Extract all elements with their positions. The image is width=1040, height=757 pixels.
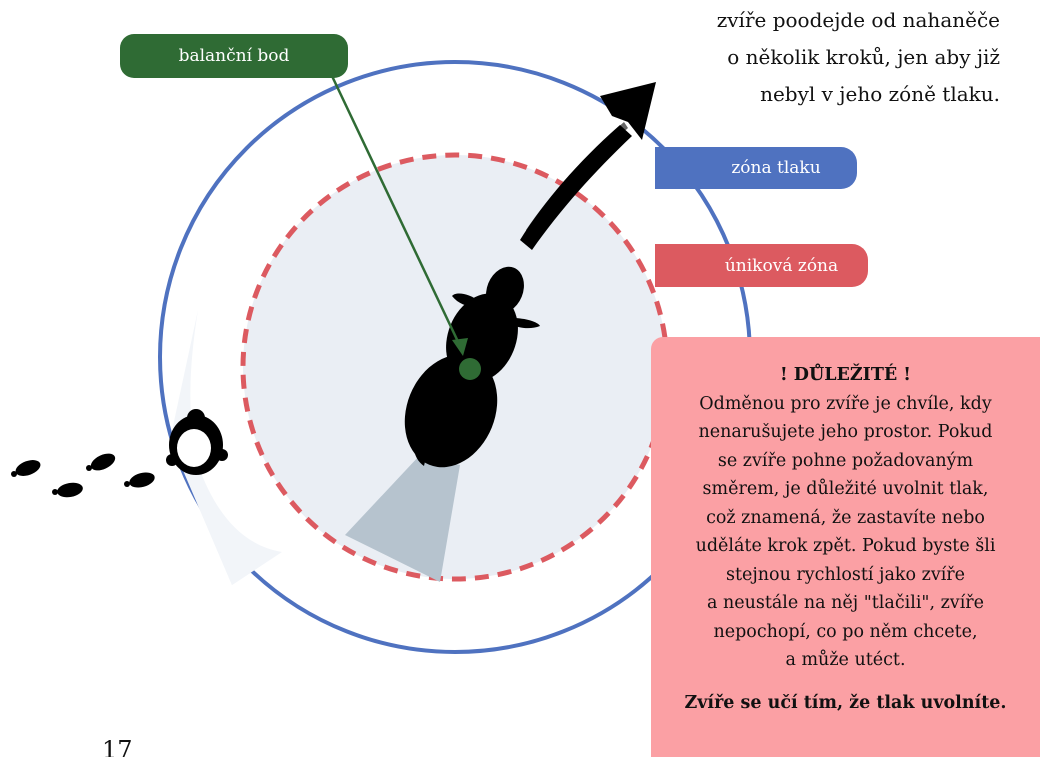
important-line: se zvíře pohne požadovaným (717, 450, 974, 471)
important-line: stejnou rychlostí jako zvíře (725, 564, 966, 585)
flight-zone-label: úniková zóna (655, 244, 868, 287)
balance-point-label: balanční bod (120, 34, 348, 78)
page-number: 17 (102, 736, 133, 757)
balance-point-dot (459, 358, 481, 380)
important-line: a může utéct. (785, 650, 906, 670)
balance-pointer-arrowhead (452, 338, 468, 356)
important-line: nenarušujete jeho prostor. Pokud (698, 422, 993, 442)
important-line: směrem, je důležité uvolnit tlak, (702, 479, 989, 499)
important-line: Odměnou pro zvíře je chvíle, kdy (699, 393, 992, 414)
important-line: nepochopí, co po něm chcete, (713, 621, 978, 642)
caption-line: zvíře poodejde od nahaněče (716, 8, 1000, 32)
pressure-zone-label: zóna tlaku (655, 147, 857, 189)
balance-pointer-line (330, 75, 463, 349)
important-title: ! DŮLEŽITÉ ! (780, 365, 911, 385)
animal-silhouette (404, 266, 540, 468)
caption-line: nebyl v jeho zóně tlaku. (760, 82, 1000, 106)
important-note-box: ! DŮLEŽITÉ ! Odměnou pro zvíře je chvíle… (651, 337, 1040, 757)
footprints-icon (11, 453, 155, 498)
blind-spot-wedge (345, 455, 460, 582)
movement-arrow-icon (520, 82, 656, 250)
handler-figure-icon (166, 409, 228, 475)
important-line: uděláte krok zpět. Pokud byste šli (695, 536, 996, 556)
important-line: což znamená, že zastavíte nebo (706, 507, 985, 528)
important-body: Odměnou pro zvíře je chvíle, kdy nenaruš… (651, 390, 1040, 675)
movement-caption: zvíře poodejde od nahaněče o několik kro… (600, 2, 1000, 113)
important-footer: Zvíře se učí tím, že tlak uvolníte. (684, 692, 1007, 713)
important-line: a neustále na něj "tlačili", zvíře (706, 593, 985, 613)
caption-line: o několik kroků, jen aby již (727, 45, 1000, 69)
